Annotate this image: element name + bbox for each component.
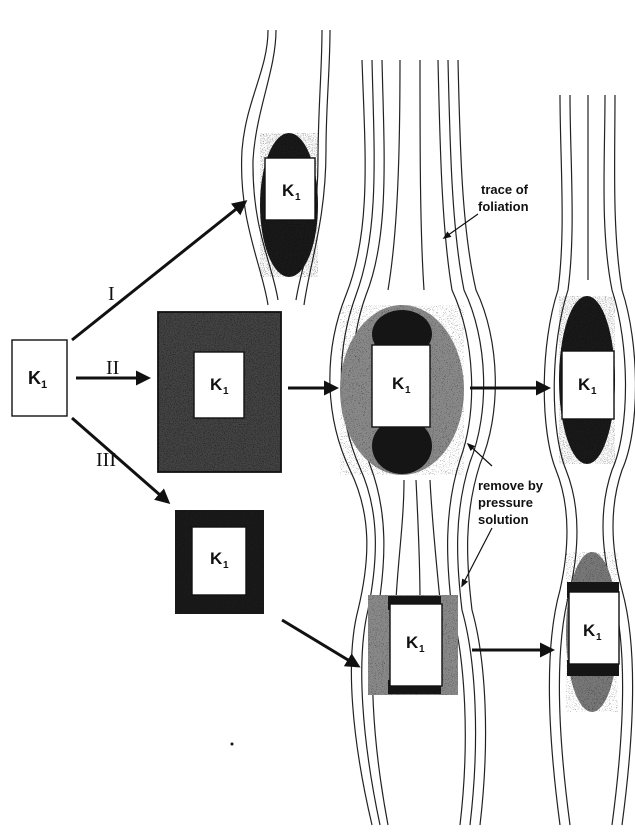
inclusion-right-lower: K 1: [566, 552, 619, 712]
annotation-pressure-solution: remove by pressure solution: [478, 478, 544, 527]
k1-label-right-upper: K: [578, 375, 591, 394]
path-label-I: I: [108, 283, 115, 305]
k1-label-lower-middle: K: [406, 633, 419, 652]
svg-text:trace of: trace of: [481, 182, 529, 197]
arrows: [72, 202, 552, 666]
path-label-II: II: [106, 357, 119, 379]
svg-text:1: 1: [223, 386, 229, 397]
path-label-III: III: [96, 449, 116, 471]
svg-text:1: 1: [596, 632, 602, 643]
annotation-foliation: trace of foliation: [478, 182, 529, 214]
k1-initial-crystal: K 1: [12, 340, 67, 416]
arrow-path-III: [72, 418, 168, 502]
inclusion-III-rim: K 1: [175, 510, 264, 614]
k1-label-III: K: [210, 549, 223, 568]
arrow-III-to-lower-middle: [282, 620, 358, 666]
svg-text:1: 1: [41, 379, 47, 391]
k1-label-right-lower: K: [583, 621, 596, 640]
k1-label-II: K: [210, 375, 223, 394]
svg-text:solution: solution: [478, 512, 529, 527]
svg-text:foliation: foliation: [478, 199, 529, 214]
svg-text:1: 1: [419, 644, 425, 655]
k1-label-I: K: [282, 181, 295, 200]
svg-text:K: K: [282, 181, 295, 200]
inclusion-II-square: K 1: [158, 312, 281, 472]
arrow-foliation-pointer: [444, 214, 478, 238]
svg-text:remove by: remove by: [478, 478, 544, 493]
inclusion-right-upper: K 1: [559, 296, 615, 464]
arrow-pressure-pointer-down: [462, 528, 492, 586]
svg-text:1: 1: [591, 386, 597, 397]
svg-text:1: 1: [223, 560, 229, 571]
inclusion-middle-deformed: K 1: [340, 305, 464, 475]
inclusion-I-elongated: K 1: [260, 133, 318, 277]
inclusion-lower-middle: K 1: [368, 595, 458, 695]
k1-label-middle: K: [392, 374, 405, 393]
svg-text:1: 1: [405, 385, 411, 396]
svg-text:1: 1: [295, 192, 301, 203]
k1-label-initial: K: [28, 368, 41, 388]
svg-text:pressure: pressure: [478, 495, 533, 510]
stray-dot: [231, 743, 234, 746]
